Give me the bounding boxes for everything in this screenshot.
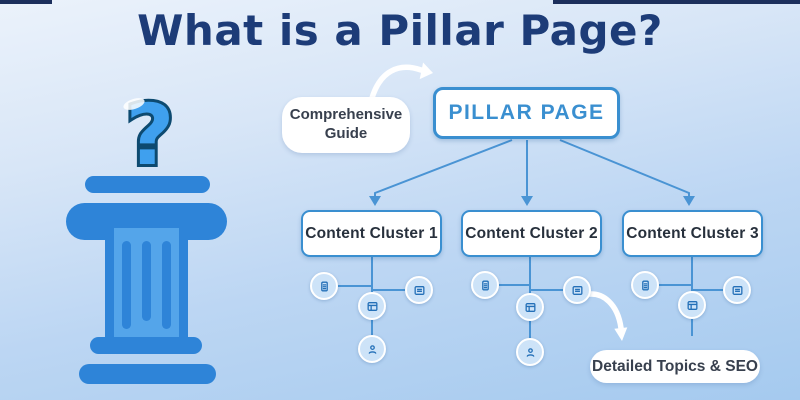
comprehensive-guide-callout: Comprehensive Guide <box>282 97 410 153</box>
notes-icon <box>414 285 424 295</box>
cluster3-topic-node <box>723 276 751 304</box>
document-icon <box>320 281 328 291</box>
notes-icon <box>572 285 582 295</box>
document-icon <box>481 280 489 290</box>
pillar-icon <box>66 176 227 384</box>
cluster1-topic-node <box>358 292 386 320</box>
cluster1-topic-node <box>358 335 386 363</box>
question-mark-icon: ? <box>123 83 178 187</box>
notes-icon <box>732 285 742 295</box>
page-title: What is a Pillar Page? <box>137 6 663 55</box>
cluster2-topic-node <box>471 271 499 299</box>
layout-icon <box>367 301 377 311</box>
svg-text:?: ? <box>126 86 175 184</box>
top-border-strip-left <box>0 0 52 4</box>
content-cluster-1-node: Content Cluster 1 <box>301 210 442 257</box>
cluster2-topic-node <box>516 338 544 366</box>
cluster2-topic-node <box>516 293 544 321</box>
cluster2-topic-node <box>563 276 591 304</box>
layout-icon <box>687 300 697 310</box>
cluster1-topic-node <box>310 272 338 300</box>
content-cluster-3-node: Content Cluster 3 <box>622 210 763 257</box>
pillar-page-node: PILLAR PAGE <box>433 87 620 139</box>
detailed-topics-seo-callout: Detailed Topics & SEO <box>590 350 760 383</box>
cluster3-topic-node <box>678 291 706 319</box>
curved-arrow-bottom <box>581 291 628 341</box>
person-icon <box>526 347 534 357</box>
arrowheads <box>369 196 695 206</box>
layout-icon <box>525 302 535 312</box>
curved-arrow-top <box>369 62 433 101</box>
cluster1-topic-node <box>405 276 433 304</box>
top-border-strip-right <box>553 0 800 4</box>
document-icon <box>641 280 649 290</box>
person-icon <box>368 344 376 354</box>
cluster3-topic-node <box>631 271 659 299</box>
pillar-column-illustration: ? <box>66 83 227 384</box>
content-cluster-2-node: Content Cluster 2 <box>461 210 602 257</box>
